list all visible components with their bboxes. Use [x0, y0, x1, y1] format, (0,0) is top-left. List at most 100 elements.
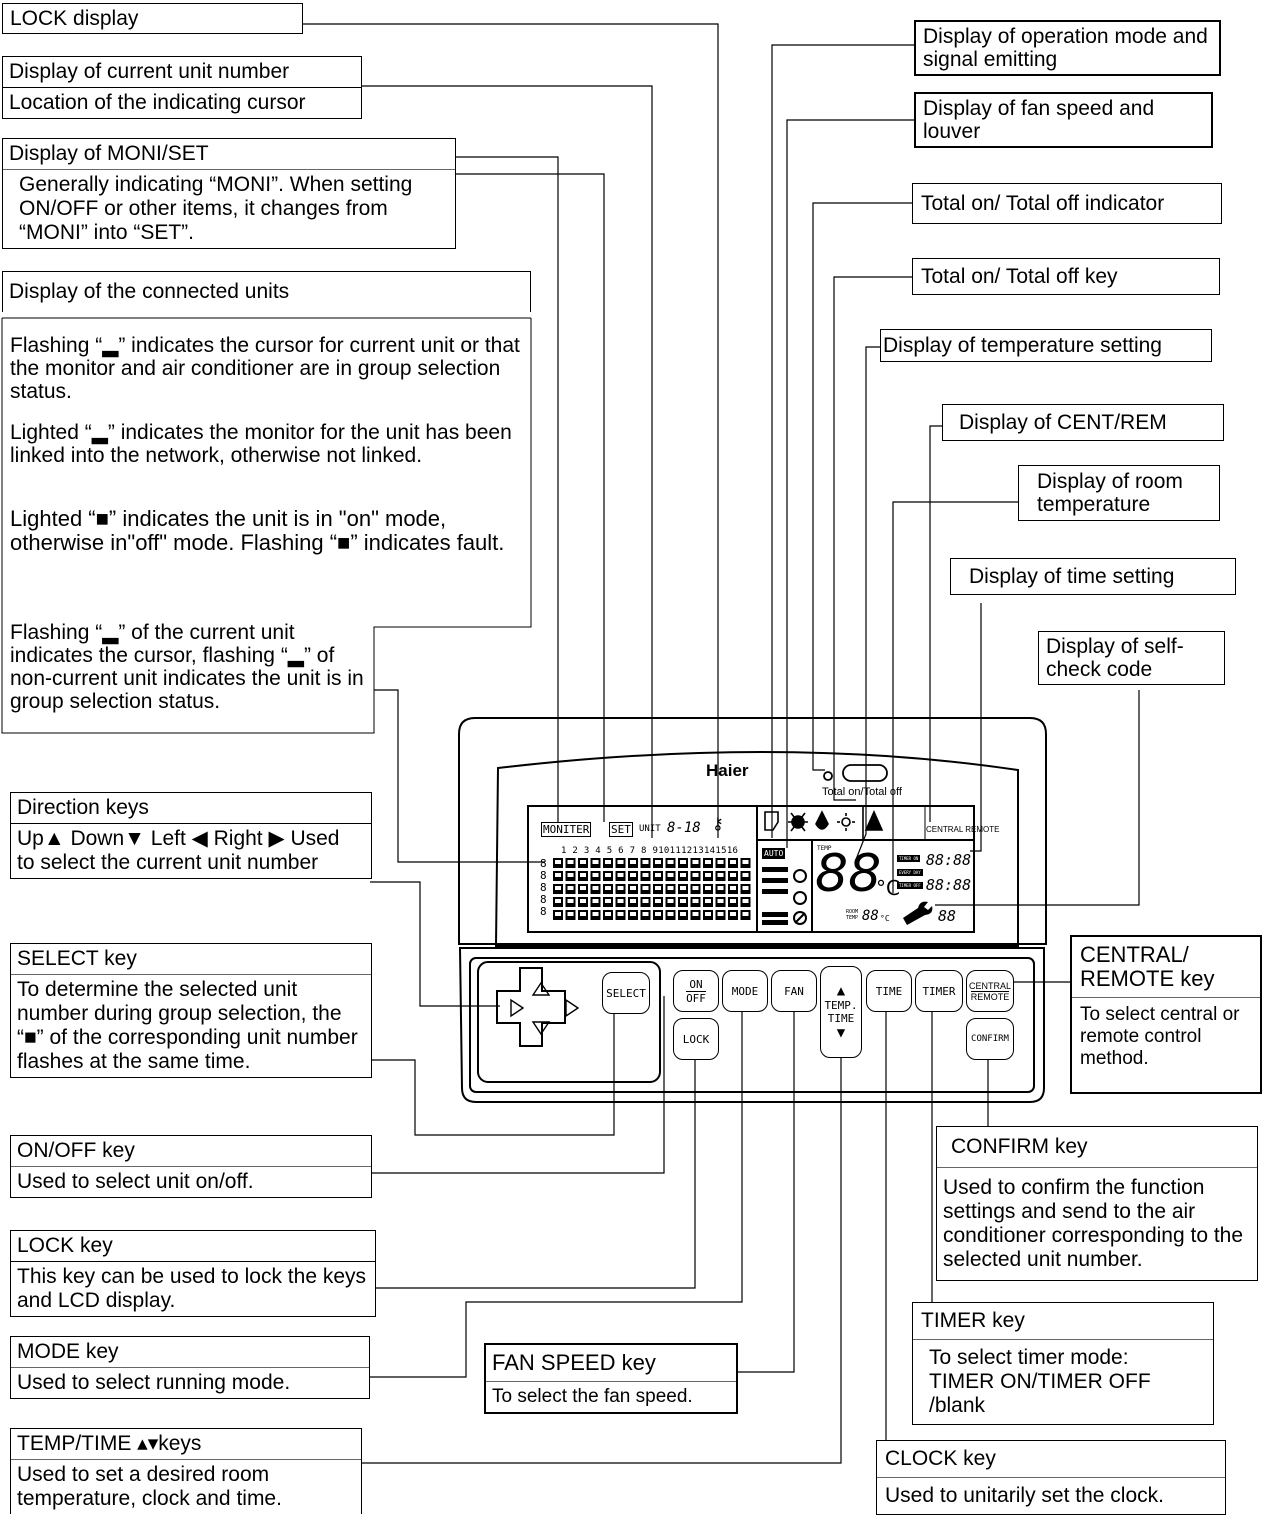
leader-moni [455, 156, 559, 822]
lock-button-label: LOCK [682, 1032, 710, 1046]
leader-cent-rem [929, 425, 942, 822]
label-connected-p1: Flashing “▂” indicates the cursor for cu… [10, 334, 520, 403]
leader-onoff [372, 996, 665, 1174]
unit-cell-inner [705, 886, 711, 890]
lcd-temp-small: TEMP [817, 845, 832, 852]
unit-cell-inner [692, 860, 699, 864]
label-connected-title: Display of the connected units [9, 280, 290, 303]
drop-icon [815, 810, 829, 830]
arrow-down-icon [531, 1021, 551, 1036]
time-label: TIME [827, 1012, 855, 1025]
unit-cell-inner [592, 873, 599, 877]
unit-cell-inner [630, 886, 636, 890]
label-fan-louver: Display of fan speed and louver [914, 92, 1213, 148]
lcd-unit-numbers: 1 2 3 4 5 6 7 8 910111213141516 [561, 846, 739, 856]
label-cent-rem: Display of CENT/REM [942, 404, 1224, 441]
fan-button-label: FAN [784, 984, 804, 998]
snowflake-icon [788, 812, 808, 832]
leader-temp-time [362, 1058, 842, 1464]
unit-grid [553, 858, 751, 920]
unit-cell-inner [717, 886, 724, 890]
unit-cell-inner [742, 899, 749, 903]
fan-button[interactable]: FAN [771, 970, 817, 1012]
label-op-mode: Display of operation mode and signal emi… [914, 20, 1221, 76]
label-select-key: SELECT key To determine the selected uni… [10, 943, 372, 1078]
unit-cell-inner [555, 873, 561, 877]
lcd-central-remote: CENTRAL REMOTE [926, 825, 1000, 834]
leader-total-key [833, 276, 912, 801]
unit-cell-inner [617, 873, 624, 877]
label-moni-set-body: Generally indicating “MONI”. When settin… [3, 169, 455, 248]
label-temp-time-title: TEMP/TIME ▴▾keys [17, 1432, 202, 1455]
central-remote-button[interactable]: CENTRAL REMOTE [966, 970, 1014, 1012]
wrench-icon [903, 901, 933, 925]
label-fan-speed-key: FAN SPEED key To select the fan speed. [484, 1343, 738, 1414]
brand-logo: Haier [706, 761, 749, 780]
row-digit: 8 [540, 881, 547, 894]
lcd-time1: 88:88 [926, 851, 972, 869]
unit-cell-inner [717, 873, 724, 877]
unit-cell-inner [555, 912, 561, 916]
time-button[interactable]: TIME [866, 970, 912, 1012]
label-onoff-key-body: Used to select unit on/off. [11, 1166, 371, 1197]
key-lock-icon: ⚷ [712, 814, 724, 833]
unit-cell-inner [555, 899, 561, 903]
temp-up-icon[interactable]: ▲ [836, 983, 846, 999]
mode-button[interactable]: MODE [722, 970, 768, 1012]
unit-cell-inner [717, 899, 724, 903]
label-self-check: Display of self-check code [1038, 631, 1225, 685]
unit-cell-inner [567, 912, 574, 916]
total-indicator-lamp [823, 771, 833, 781]
select-button[interactable]: SELECT [602, 972, 650, 1014]
unit-cell-inner [642, 860, 649, 864]
label-connected: Display of the connected units [2, 271, 531, 312]
unit-cell-inner [617, 860, 624, 864]
label-central-remote-key: CENTRAL/ REMOTE key To select central or… [1070, 935, 1262, 1094]
lcd-row-digits: 8 8 8 8 8 [540, 858, 550, 918]
temp-down-icon[interactable]: ▼ [836, 1025, 846, 1041]
lcd-auto: AUTO [762, 848, 786, 859]
direction-arrows [510, 981, 580, 1036]
label-clock-body: Used to unitarily set the clock. [877, 1477, 1225, 1514]
lcd-unit: UNIT [639, 824, 661, 834]
confirm-button-label: CONFIRM [971, 1034, 1009, 1044]
unit-cell-inner [605, 873, 611, 877]
row-digit: 8 [540, 869, 547, 882]
lcd-time2: 88:88 [926, 876, 972, 894]
label-confirm-key: CONFIRM key Used to confirm the function… [936, 1126, 1258, 1281]
label-connected-p2: Lighted “▂” indicates the monitor for th… [10, 421, 512, 467]
leader-op-mode [771, 44, 914, 838]
label-unit-number-title: Display of current unit number [9, 60, 290, 83]
unit-cell-inner [617, 899, 624, 903]
label-select-key-title: SELECT key [17, 947, 137, 970]
lock-button[interactable]: LOCK [673, 1018, 719, 1060]
select-button-label: SELECT [606, 986, 646, 1000]
unit-cell-inner [567, 873, 574, 877]
label-clock-title: CLOCK key [885, 1447, 996, 1470]
confirm-button[interactable]: CONFIRM [966, 1018, 1014, 1060]
fan-bars [762, 867, 788, 925]
unit-cell-inner [667, 899, 674, 903]
unit-cell-inner [592, 899, 599, 903]
unit-cell-inner [717, 912, 724, 916]
lcd-set: SET [609, 822, 633, 837]
on-off-button[interactable]: ON OFF [673, 970, 719, 1012]
label-moni-set-title: Display of MONI/SET [9, 142, 209, 165]
unit-cell-inner [692, 912, 699, 916]
unit-cell-inner [555, 886, 561, 890]
label-timer-key: TIMER key To select timer mode: TIMER ON… [912, 1302, 1214, 1425]
unit-cell-inner [680, 873, 686, 877]
arrow-left-icon [510, 998, 525, 1018]
label-total-indicator: Total on/ Total off indicator [912, 183, 1222, 224]
timer-button[interactable]: TIMER [915, 970, 963, 1012]
unit-cell-inner [730, 886, 736, 890]
unit-cell-inner [605, 886, 611, 890]
mode-icons [764, 806, 884, 840]
unit-cell-inner [630, 873, 636, 877]
leader-mode [370, 996, 743, 1378]
unit-cell-inner [692, 873, 699, 877]
unit-cell-inner [667, 912, 674, 916]
temp-time-button[interactable]: ▲ TEMP. TIME ▼ [820, 966, 862, 1058]
unit-cell-inner [580, 912, 586, 916]
lcd-code: 88 [938, 907, 957, 925]
